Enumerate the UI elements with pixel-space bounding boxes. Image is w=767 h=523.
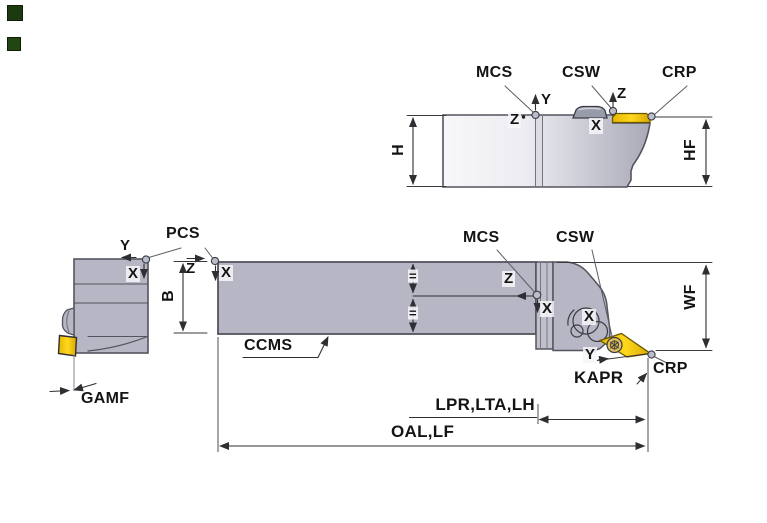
clamp-top: [567, 307, 609, 343]
insert-screw: [606, 336, 623, 354]
equal-mark-top: =: [408, 268, 418, 284]
csw-label-top: CSW: [556, 229, 595, 246]
y-axis-label-csw-top: Y: [583, 346, 598, 363]
lpr-dimension-label: LPR,LTA,LH: [435, 395, 535, 414]
mcs-label-top: MCS: [463, 229, 500, 246]
x-axis-label-pcs: X: [219, 264, 234, 281]
shank: [217, 261, 537, 335]
side-view-body: [442, 114, 651, 188]
coordinate-markers-top: [210, 256, 656, 359]
dark-square-icon: [7, 5, 23, 21]
z-axis-label-pcs: Z: [186, 260, 196, 277]
kapr-dimension-label: KAPR: [574, 368, 624, 387]
coordinate-markers-side: [531, 106, 656, 121]
hf-dimension-label: HF: [682, 139, 699, 161]
insert-side: [611, 112, 651, 124]
y-axis-label-front: Y: [120, 237, 131, 254]
gamf-dimension-label: GAMF: [81, 390, 130, 407]
crp-label-side: CRP: [662, 64, 697, 81]
z-axis-label-side-mcs: Z: [508, 111, 522, 128]
x-axis-label-csw-top: X: [582, 308, 597, 325]
z-axis-label-mcs-top: Z: [502, 270, 516, 287]
tool-head: [552, 261, 611, 352]
ccms-label: CCMS: [244, 337, 293, 354]
csw-label-side: CSW: [562, 64, 601, 81]
wf-dimension-label: WF: [682, 284, 699, 310]
oal-dimension-label: OAL,LF: [391, 422, 455, 441]
x-axis-label-side: X: [589, 117, 604, 134]
b-dimension-label: B: [160, 290, 177, 302]
clamp-front: [61, 307, 75, 336]
x-axis-label-front: X: [126, 265, 141, 282]
dark-square-icon: [7, 37, 21, 51]
x-axis-label-mcs-top: X: [540, 300, 555, 317]
pcs-marker-front: [141, 255, 151, 264]
pcs-label: PCS: [166, 225, 200, 242]
length-dimensions: [217, 337, 649, 452]
front-view: [49, 247, 214, 395]
h-dimension-label: H: [390, 144, 407, 156]
z-axis-label-side-csw: Z: [617, 85, 627, 102]
equal-mark-bottom: =: [408, 305, 418, 321]
mcs-label-side: MCS: [476, 64, 513, 81]
insert-front: [57, 334, 78, 357]
crp-label-top: CRP: [653, 360, 688, 377]
side-view-band: [535, 116, 543, 186]
y-axis-label-side: Y: [541, 91, 552, 108]
side-view: [406, 85, 713, 188]
top-view: [173, 249, 713, 385]
z-into-page-dot: [521, 115, 526, 119]
